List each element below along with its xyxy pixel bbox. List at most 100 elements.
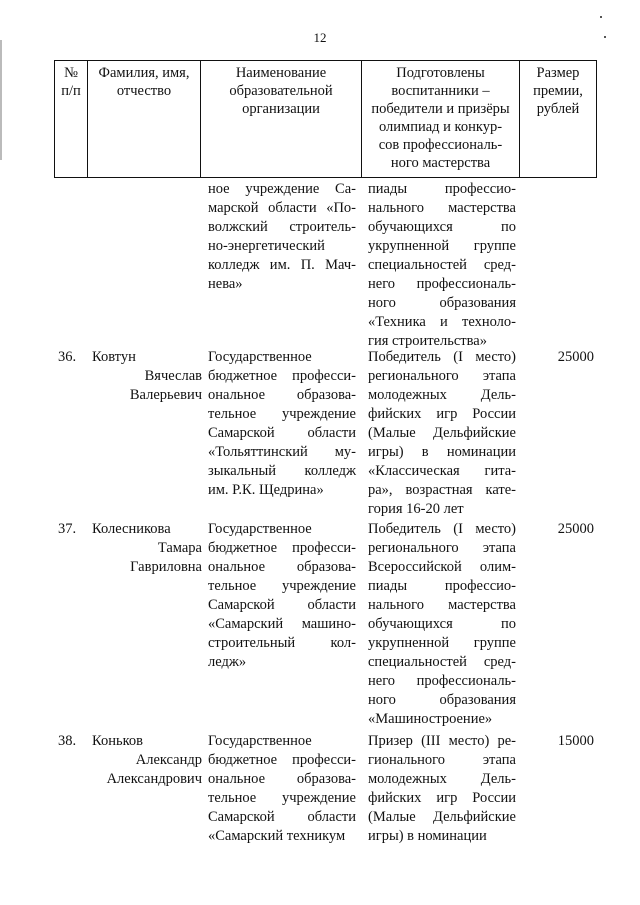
text-line: бюджетное професси- — [208, 752, 356, 768]
scan-speck — [604, 36, 606, 38]
text-line: игры) в номинации — [368, 828, 487, 844]
text-line: регионального этапа — [368, 368, 516, 384]
text-line: ональное образова- — [208, 387, 356, 403]
text-line: гия строительства» — [368, 333, 487, 349]
row-prize: 25000 — [530, 348, 594, 367]
text-line: Государственное — [208, 521, 312, 537]
text-line: но-энергетический — [208, 238, 325, 254]
header-line: премии, — [533, 83, 583, 99]
row-number-text: 37. — [58, 521, 77, 537]
header-cell-name: Фамилия, имя, отчество — [87, 60, 201, 178]
text-line: бюджетное професси- — [208, 368, 356, 384]
text-line: волжский строитель- — [208, 219, 356, 235]
name-line: Вячеслав — [144, 368, 202, 384]
text-line: тельное учреждение — [208, 790, 356, 806]
text-line: нального мастерства — [368, 597, 516, 613]
header-line: отчество — [116, 83, 172, 99]
row-number-text: 36. — [58, 349, 77, 365]
name-line: Гавриловна — [130, 559, 202, 575]
text-line: Победитель (I место) — [368, 521, 516, 537]
text-line: «Самарский машино- — [208, 616, 356, 632]
header-line: Подготовлены — [396, 65, 485, 81]
header-cell-number: № п/п — [54, 60, 88, 178]
header-line: организации — [242, 101, 320, 117]
text-line: Государственное — [208, 349, 312, 365]
header-line: воспитанники – — [391, 83, 490, 99]
header-line: образовательной — [229, 83, 333, 99]
text-line: фийских игр России — [368, 406, 516, 422]
text-line: него профессиональ- — [368, 276, 516, 292]
text-line: фийских игр России — [368, 790, 516, 806]
prize-amount: 25000 — [557, 521, 594, 537]
text-line: игры) в номинации — [368, 444, 516, 460]
row-prize: 15000 — [530, 732, 594, 751]
text-line: нева» — [208, 276, 243, 292]
header-line: п/п — [61, 83, 81, 99]
header-line: победители и призёры — [371, 101, 510, 117]
header-line: ного мастерства — [390, 155, 491, 171]
text-line: Самарской области — [208, 425, 356, 441]
text-line: обучающихся по — [368, 219, 516, 235]
text-line: им. Р.К. Щедрина» — [208, 482, 324, 498]
text-line: гионального этапа — [368, 752, 516, 768]
name-line: Александрович — [106, 771, 202, 787]
text-line: специальностей сред- — [368, 257, 516, 273]
text-line: Победитель (I место) — [368, 349, 516, 365]
header-line: олимпиад и конкур- — [378, 119, 503, 135]
name-line: Ковтун — [92, 349, 136, 365]
text-line: специальностей сред- — [368, 654, 516, 670]
text-line: тельное учреждение — [208, 578, 356, 594]
scan-speck — [600, 16, 602, 18]
text-line: ное учреждение Са- — [208, 181, 356, 197]
row-organization: Государственное бюджетное професси-ональн… — [208, 348, 356, 500]
prize-amount: 15000 — [557, 733, 594, 749]
name-line: Коньков — [92, 733, 143, 749]
name-line: Валерьевич — [129, 387, 202, 403]
name-line: Александр — [135, 752, 202, 768]
text-line: «Тольяттинский му- — [208, 444, 356, 460]
text-line: ного образования — [368, 692, 516, 708]
header-line: № — [64, 65, 78, 81]
row-number: 36. — [58, 348, 88, 367]
text-line: ональное образова- — [208, 559, 356, 575]
page-number: 12 — [313, 30, 327, 45]
text-line: ного образования — [368, 295, 516, 311]
name-line: Колесникова — [92, 521, 171, 537]
table-header: № п/п Фамилия, имя, отчество Наименование о… — [54, 60, 597, 178]
text-line: нального мастерства — [368, 200, 516, 216]
text-line: ледж» — [208, 654, 247, 670]
row-number: 37. — [58, 520, 88, 539]
text-line: тельное учреждение — [208, 406, 356, 422]
header-cell-achievement: Подготовлены воспитанники – победители и п… — [361, 60, 520, 178]
header-line: Фамилия, имя, — [98, 65, 190, 81]
header-cell-organization: Наименование образовательной организации — [200, 60, 362, 178]
scan-edge-mark — [0, 40, 2, 160]
continuation-achievement: пиады профессио-нального мастерства обуча… — [368, 180, 516, 351]
text-line: «Машиностроение» — [368, 711, 493, 727]
text-line: (Малые Дельфийские — [368, 809, 516, 825]
text-line: укрупненной группе — [368, 635, 516, 651]
text-line: пиады профессио- — [368, 181, 516, 197]
text-line: «Техника и техноло- — [368, 314, 516, 330]
text-line: (Малые Дельфийские — [368, 425, 516, 441]
header-line: рублей — [536, 101, 580, 117]
text-line: укрупненной группе — [368, 238, 516, 254]
text-line: него профессиональ- — [368, 673, 516, 689]
text-line: зыкальный колледж — [208, 463, 356, 479]
name-line: Тамара — [157, 540, 202, 556]
text-line: Всероссийской олим- — [368, 559, 516, 575]
header-row: № п/п Фамилия, имя, отчество Наименование о… — [54, 60, 597, 178]
text-line: «Самарский техникум — [208, 828, 346, 844]
text-line: пиады профессио- — [368, 578, 516, 594]
header-line: Наименование — [235, 65, 327, 81]
prize-amount: 25000 — [557, 349, 594, 365]
text-line: обучающихся по — [368, 616, 516, 632]
header-line: сов профессиональ- — [378, 137, 503, 153]
text-line: Самарской области — [208, 809, 356, 825]
